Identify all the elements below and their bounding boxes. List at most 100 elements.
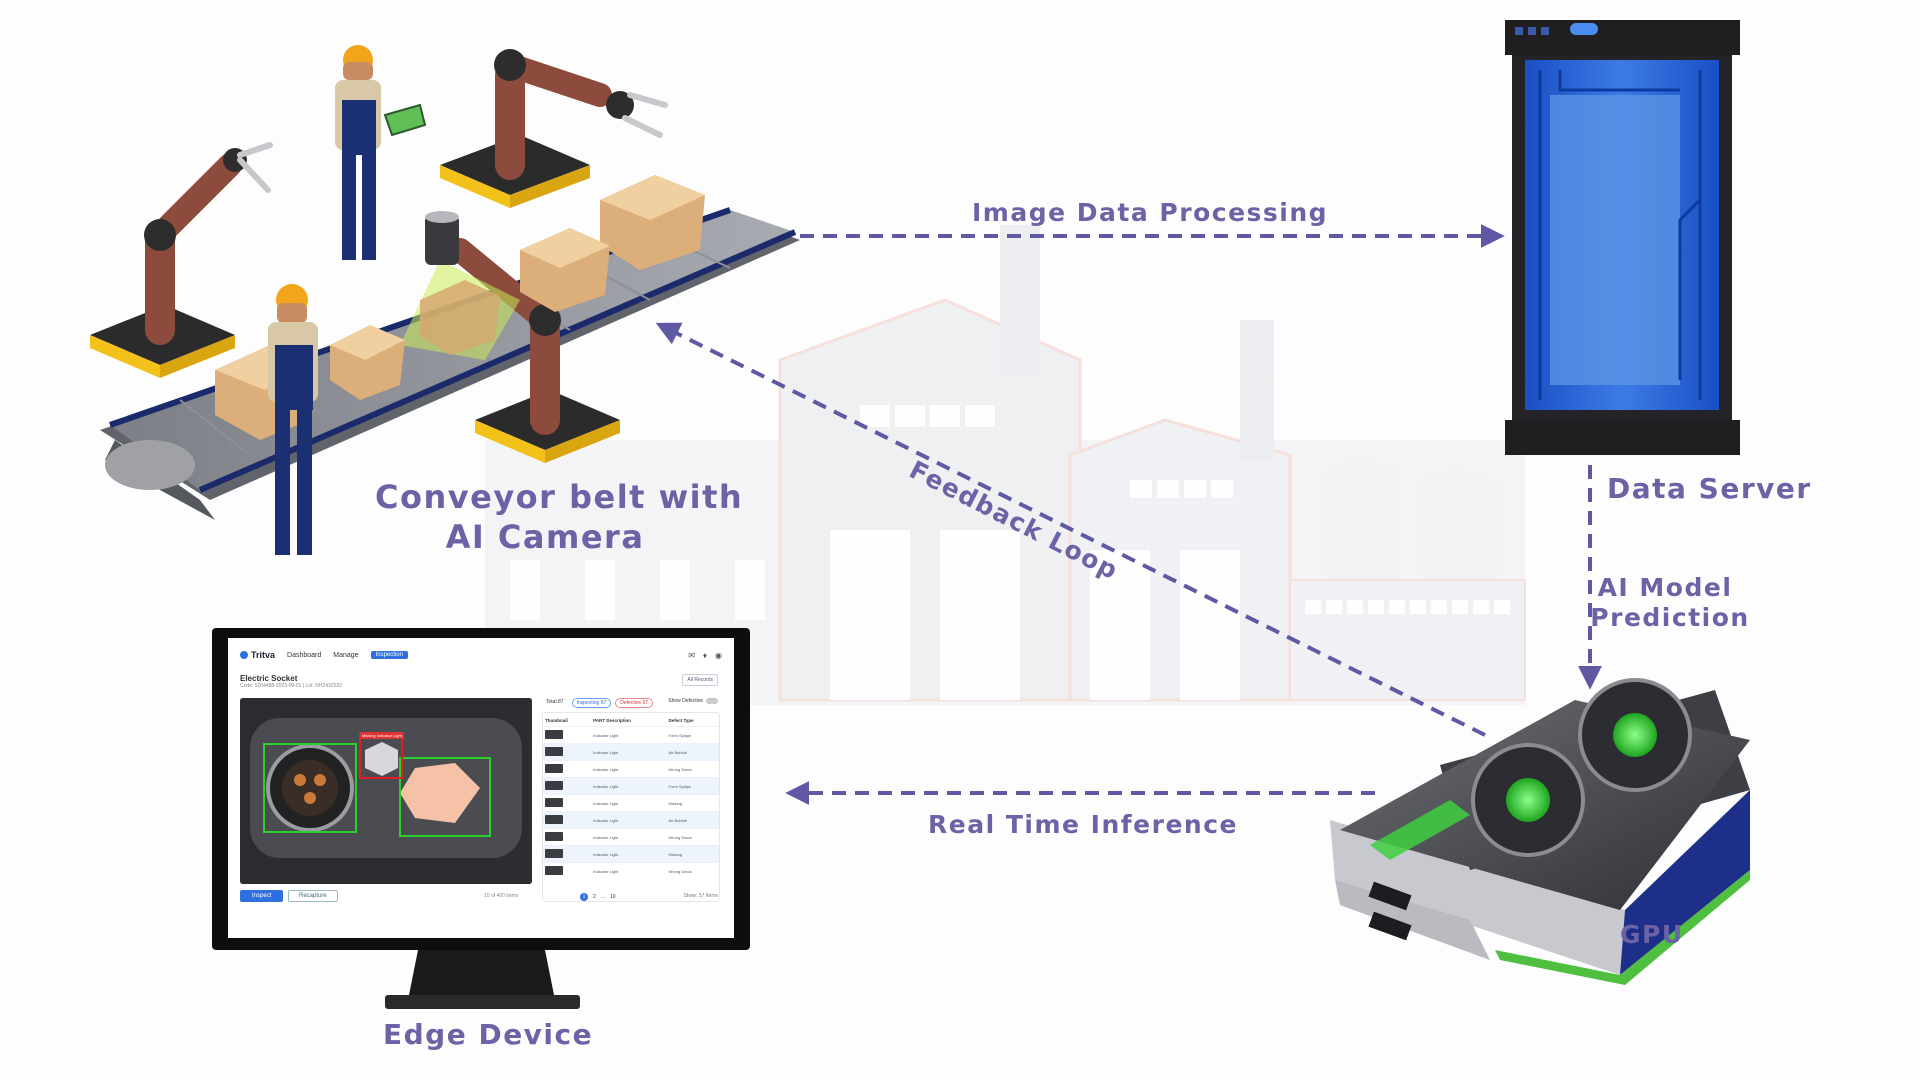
row-defect-type: Wrong Decal [666, 828, 719, 846]
row-thumbnail [543, 777, 592, 795]
all-records-button[interactable]: All Records [682, 674, 718, 686]
row-description: Indicator Light [591, 794, 667, 812]
brand-icon [240, 651, 248, 659]
conveyor-label-line2: AI Camera [445, 518, 645, 556]
nav-icons: ✉ ♦ ◉ [688, 651, 722, 660]
row-defect-type: Form Splaye [666, 726, 719, 744]
col-thumbnail: Thumbnail [545, 718, 568, 723]
row-defect-type: Wrong Decal [666, 760, 719, 778]
row-defect-type: Wrong Decal [666, 862, 719, 879]
row-thumbnail [543, 862, 592, 879]
nav-inspection[interactable]: Inspection [370, 651, 408, 659]
brand-name: Tritva [251, 650, 276, 660]
nav-dashboard[interactable]: Dashboard [287, 651, 322, 659]
page-10[interactable]: 10 [609, 894, 616, 900]
row-thumbnail [543, 726, 592, 744]
row-thumbnail [543, 760, 592, 778]
data-server [1505, 20, 1740, 455]
avatar-icon[interactable]: ◉ [715, 650, 722, 660]
factory-background [485, 225, 1526, 705]
row-defect-type: Air Bubble [666, 743, 719, 761]
page-1[interactable]: 1 [580, 893, 588, 901]
notification-icon[interactable]: ♦ [702, 650, 708, 660]
row-description: Indicator Light [591, 760, 667, 778]
row-defect-type: Missing [666, 794, 719, 812]
app-navbar: Tritva Dashboard Manage Inspection ✉ ♦ ◉ [240, 648, 722, 662]
brand-logo: Tritva [240, 650, 275, 660]
real-time-label: Real Time Inference [928, 810, 1238, 839]
row-thumbnail [543, 811, 592, 829]
items-count: 10 of 400 items [484, 893, 519, 899]
row-thumbnail [543, 828, 592, 846]
page-2[interactable]: 2 [593, 894, 596, 900]
page-size[interactable]: Show: 57 Items [683, 893, 718, 899]
chip-total[interactable]: Total 87 [546, 699, 564, 705]
row-description: Indicator Light [591, 845, 667, 863]
edge-device-screen: Tritva Dashboard Manage Inspection ✉ ♦ ◉… [232, 640, 730, 930]
toggle-label: Show Defective [668, 698, 703, 704]
arrow-feedback [655, 322, 1486, 737]
image-processing-label: Image Data Processing [972, 198, 1329, 227]
row-description: Indicator Light [591, 726, 667, 744]
thumbnail-image[interactable] [545, 815, 563, 824]
thumbnail-image[interactable] [545, 832, 563, 841]
col-defect-type: Defect Type [668, 718, 694, 723]
chip-inspecting[interactable]: Inspecting 87 [571, 698, 612, 708]
row-description: Indicator Light [591, 743, 667, 761]
mail-icon[interactable]: ✉ [688, 650, 695, 660]
robot-arms [144, 49, 668, 435]
row-thumbnail [543, 794, 592, 812]
row-defect-type: Air Bubble [666, 811, 719, 829]
inspection-image: Missing Indicator Light [240, 698, 532, 884]
ai-model-label-line1: AI Model [1597, 573, 1733, 602]
nav-manage[interactable]: Manage [333, 651, 359, 659]
row-description: Indicator Light [591, 777, 667, 795]
ai-model-label-line2: Prediction [1590, 603, 1750, 632]
inspect-button[interactable]: Inspect [240, 890, 284, 902]
thumbnail-image[interactable] [545, 798, 563, 807]
workers [268, 45, 427, 555]
thumbnail-image[interactable] [545, 866, 563, 875]
chip-defective[interactable]: Defective 57 [615, 698, 654, 708]
col-description: PART Description [593, 718, 632, 723]
product-title: Electric Socket [240, 674, 298, 683]
defect-table: Thumbnail PART Description Defect Type I… [542, 712, 720, 902]
row-defect-type: Missing [666, 845, 719, 863]
row-description: Indicator Light [591, 828, 667, 846]
toggle-switch[interactable] [706, 698, 718, 704]
pagination: 1 2 ... 10 [580, 893, 616, 901]
thumbnail-image[interactable] [545, 747, 563, 756]
row-description: Indicator Light [591, 862, 667, 879]
gpu-label: GPU [1620, 920, 1684, 949]
recapture-button[interactable]: Recapture [288, 890, 338, 902]
product-subtitle: Code: 5204488-2023-09-01 | Lot: RH243253… [240, 683, 342, 689]
defect-tag: Missing Indicator Light [360, 732, 404, 739]
row-description: Indicator Light [591, 811, 667, 829]
row-thumbnail [543, 743, 592, 761]
gpu-card [1330, 678, 1750, 985]
thumbnail-image[interactable] [545, 764, 563, 773]
row-thumbnail [543, 845, 592, 863]
socket-photo [240, 698, 532, 884]
edge-device-label: Edge Device [383, 1018, 594, 1051]
thumbnail-image[interactable] [545, 730, 563, 739]
row-defect-type: Form Splaye [666, 777, 719, 795]
page-ellipsis: ... [600, 894, 605, 900]
thumbnail-image[interactable] [545, 849, 563, 858]
show-defective-toggle[interactable]: Show Defective [668, 698, 718, 704]
status-chips: Total 87 Inspecting 87 Defective 57 [542, 698, 654, 708]
flow-arrows [655, 224, 1602, 805]
data-server-label: Data Server [1607, 472, 1812, 505]
thumbnail-image[interactable] [545, 781, 563, 790]
